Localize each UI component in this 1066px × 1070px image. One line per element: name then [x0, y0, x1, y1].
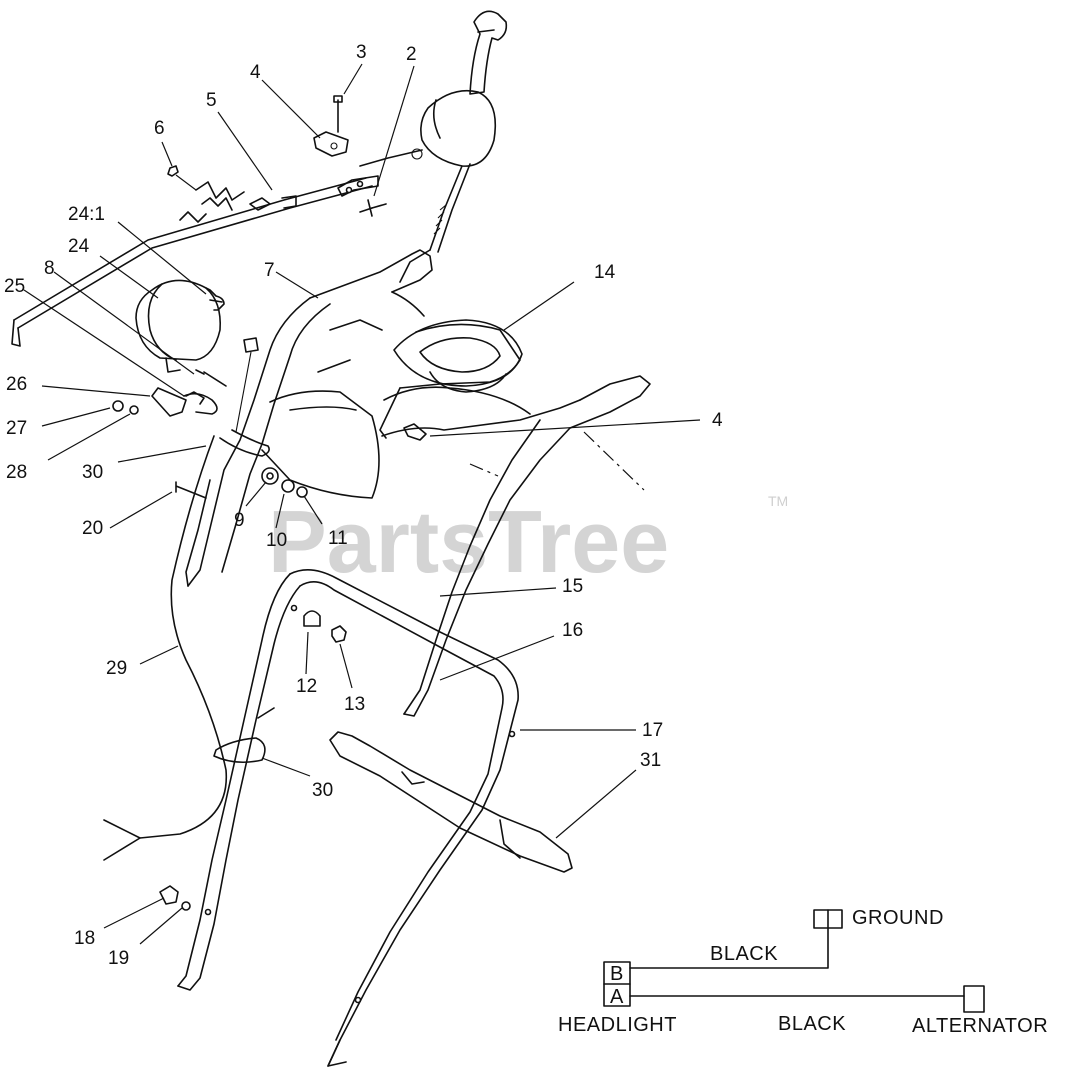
leader-lines	[23, 63, 701, 945]
callout-4a: 4	[250, 62, 261, 83]
callout-13: 13	[344, 694, 365, 715]
black-label-top: BLACK	[710, 943, 778, 965]
callout-19: 19	[108, 948, 129, 969]
callout-6: 6	[154, 118, 165, 139]
callout-24: 24	[68, 236, 90, 257]
watermark: PartsTree	[268, 492, 669, 591]
callout-31: 31	[640, 750, 661, 771]
black-wire-top	[629, 927, 829, 969]
callout-12: 12	[296, 676, 317, 697]
cable-tie-upper	[219, 337, 270, 457]
lower-handle	[177, 569, 519, 1067]
cable-tie-lower	[213, 707, 275, 764]
callout-14: 14	[594, 262, 616, 283]
carriage-bolt-nut	[303, 610, 347, 643]
callout-9: 9	[234, 510, 245, 531]
callout-4b: 4	[712, 410, 723, 431]
black-label-bottom: BLACK	[778, 1013, 846, 1035]
handle-rod	[329, 731, 573, 873]
hardware-top	[167, 95, 387, 223]
callout-2: 2	[406, 44, 417, 65]
headlight-label: HEADLIGHT	[558, 1014, 677, 1036]
callout-20: 20	[82, 518, 103, 539]
ground-label: GROUND	[852, 907, 944, 929]
callout-3: 3	[356, 42, 367, 63]
chute-cup	[383, 319, 531, 441]
callout-17: 17	[642, 720, 663, 741]
pin-a-label: A	[610, 986, 624, 1008]
callouts: 2 3 4 5 6 24:1 24 7 14 8 25 26 27 28 4 3…	[4, 42, 723, 969]
headlight-bracket	[112, 369, 227, 417]
wire-harness	[103, 435, 228, 861]
upper-handle-console	[185, 249, 651, 717]
callout-30a: 30	[82, 462, 103, 483]
alternator-label: ALTERNATOR	[912, 1015, 1048, 1037]
pin-b-label: B	[610, 963, 624, 985]
callout-7: 7	[264, 260, 275, 281]
bolt-washer-nut	[175, 467, 308, 499]
callout-11: 11	[328, 528, 348, 549]
callout-30b: 30	[312, 780, 333, 801]
callout-27: 27	[6, 418, 27, 439]
shift-rod	[11, 175, 379, 347]
watermark-trademark: TM	[768, 493, 788, 509]
wiring-schematic: GROUND B A HEADLIGHT ALTERNATOR BLACK BL…	[558, 907, 1048, 1037]
bolt-washer-lower	[159, 885, 191, 911]
callout-5: 5	[206, 90, 217, 111]
alternator-connector	[963, 985, 985, 1013]
shift-lever-assembly	[359, 10, 508, 283]
callout-18: 18	[74, 928, 95, 949]
callout-10: 10	[266, 530, 287, 551]
callout-15: 15	[562, 576, 583, 597]
callout-8: 8	[44, 258, 55, 279]
callout-28: 28	[6, 462, 27, 483]
headlight	[135, 279, 225, 373]
callout-29: 29	[106, 658, 127, 679]
callout-24-1: 24:1	[68, 204, 105, 225]
callout-16: 16	[562, 620, 583, 641]
callout-26: 26	[6, 374, 27, 395]
callout-25: 25	[4, 276, 25, 297]
